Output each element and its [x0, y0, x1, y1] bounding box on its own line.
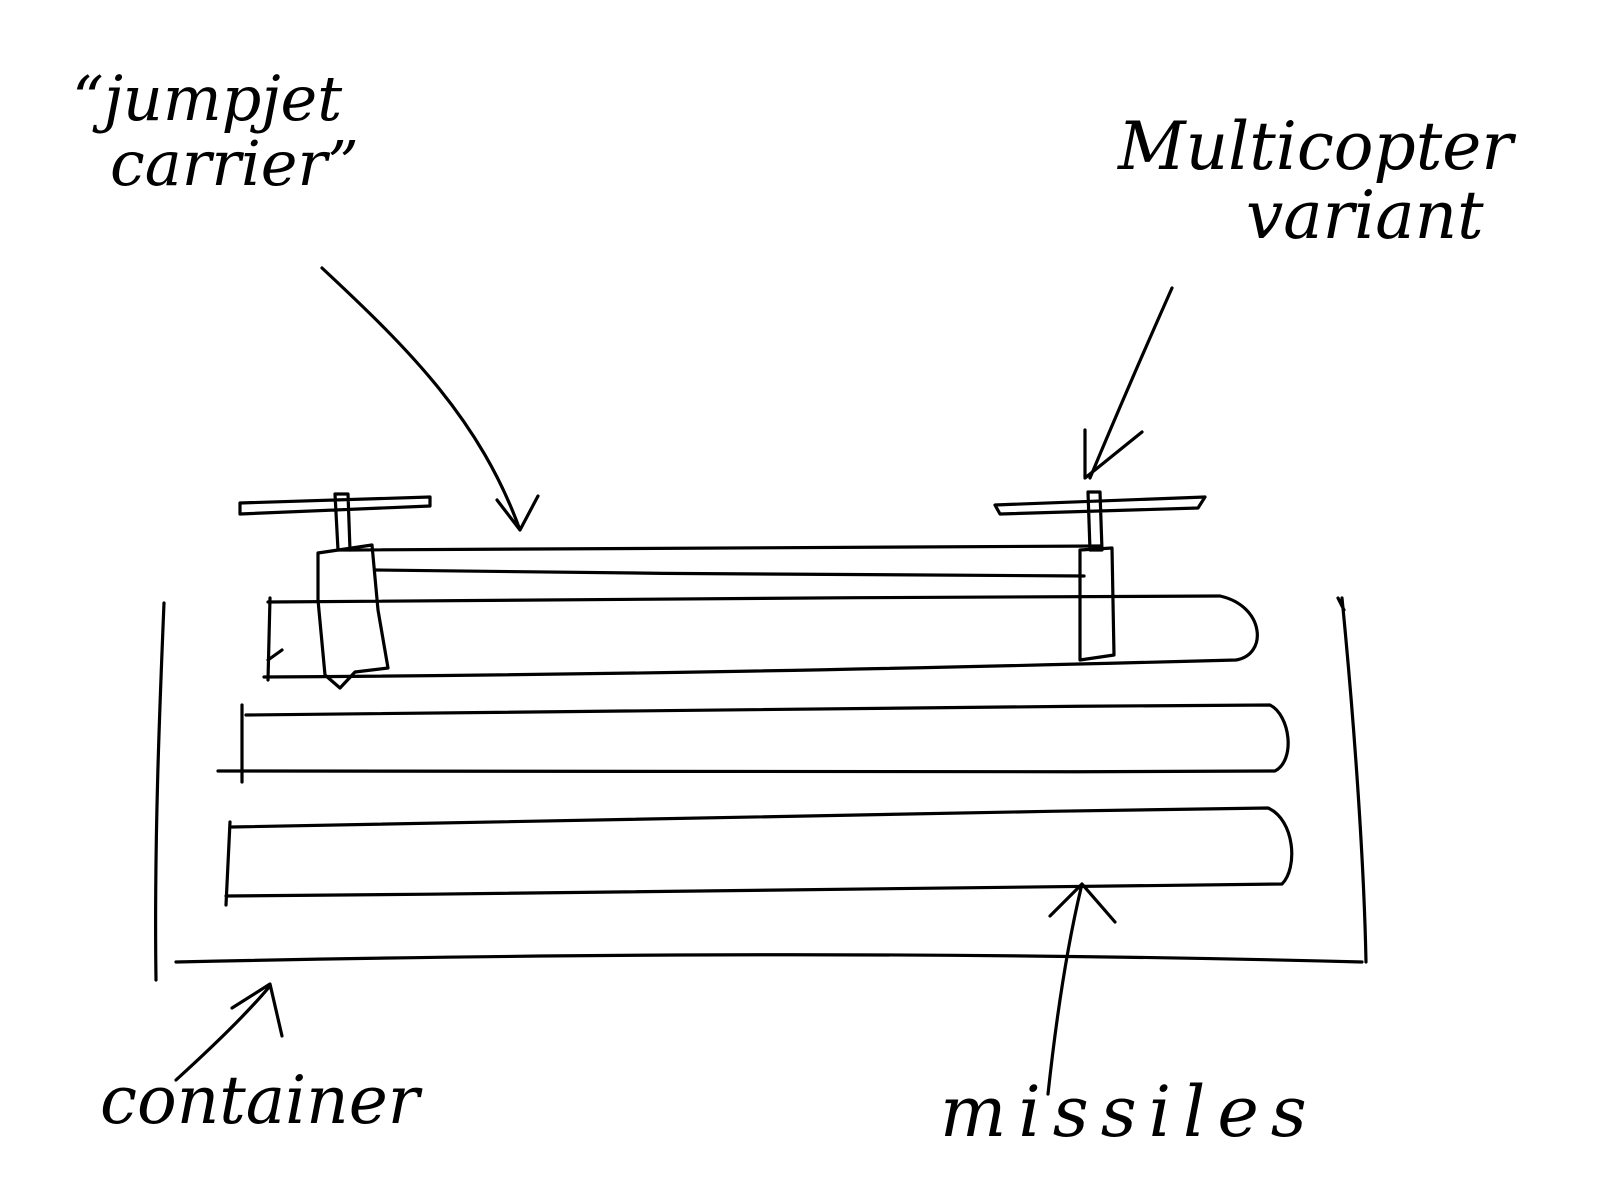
container-outline — [154, 596, 1368, 982]
carrier-frame — [348, 544, 1102, 578]
missile-bottom — [224, 806, 1294, 907]
missile-top — [262, 594, 1259, 682]
missiles-label: missiles — [940, 1071, 1319, 1153]
jumpjet-carrier-label-line2: carrier” — [110, 127, 359, 201]
jumpjet-carrier-label-line1: “jumpjet — [72, 62, 343, 135]
left-pod — [316, 543, 390, 690]
multicopter-variant-label-line1: Multicopter — [1118, 108, 1513, 185]
arrow-container — [174, 982, 284, 1082]
jumpjet-carrier-label: “jumpjet carrier” — [72, 66, 359, 196]
right-pod — [1078, 546, 1116, 662]
multicopter-variant-label-line2: variant — [1246, 177, 1484, 255]
left-rotor — [238, 492, 432, 552]
arrow-multicopter-variant — [1083, 286, 1174, 480]
arrow-jumpjet-carrier — [320, 266, 540, 532]
arrow-missiles — [1046, 882, 1117, 1096]
container-label: container — [100, 1062, 420, 1139]
right-rotor — [993, 490, 1207, 552]
missile-middle — [216, 703, 1290, 784]
multicopter-variant-label: Multicopter variant — [1118, 112, 1513, 251]
